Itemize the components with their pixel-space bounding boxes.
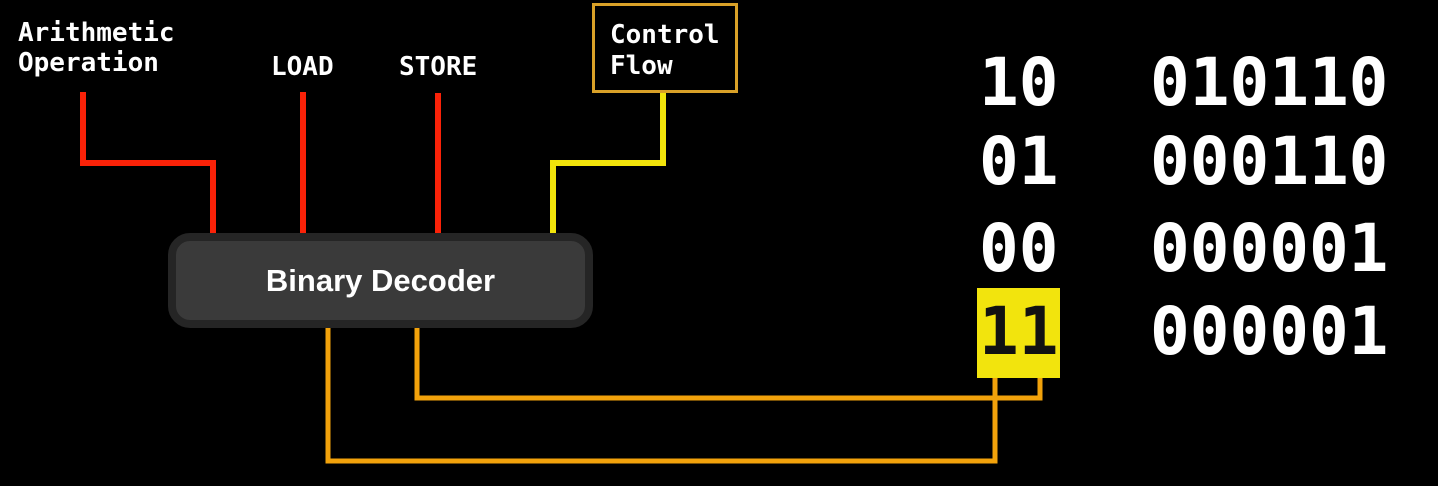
arithmetic-input-wire <box>80 92 216 238</box>
decoder-output-wire-b <box>414 322 1043 401</box>
label-arithmetic-operation: Arithmetic Operation <box>18 18 175 78</box>
binary-decoder-box: Binary Decoder <box>168 233 593 328</box>
opcode-cell-highlighted: 11 <box>977 288 1061 378</box>
label-store: STORE <box>399 52 478 82</box>
binary-value-cell: 000001 <box>1150 210 1389 287</box>
opcode-cell: 10 <box>979 44 1059 121</box>
control-flow-box: Control Flow <box>592 3 738 93</box>
binary-decoder-label: Binary Decoder <box>265 262 496 298</box>
label-load: LOAD <box>271 52 334 82</box>
label-control-flow: Control Flow <box>610 20 720 81</box>
opcode-cell: 00 <box>979 210 1059 287</box>
binary-value-cell: 000110 <box>1150 123 1389 200</box>
binary-value-cell: 010110 <box>1150 44 1389 121</box>
control-flow-input-wire <box>550 90 666 238</box>
decoder-output-wire-a <box>325 322 998 464</box>
binary-value-cell: 000001 <box>1150 293 1389 370</box>
opcode-cell: 01 <box>979 123 1059 200</box>
